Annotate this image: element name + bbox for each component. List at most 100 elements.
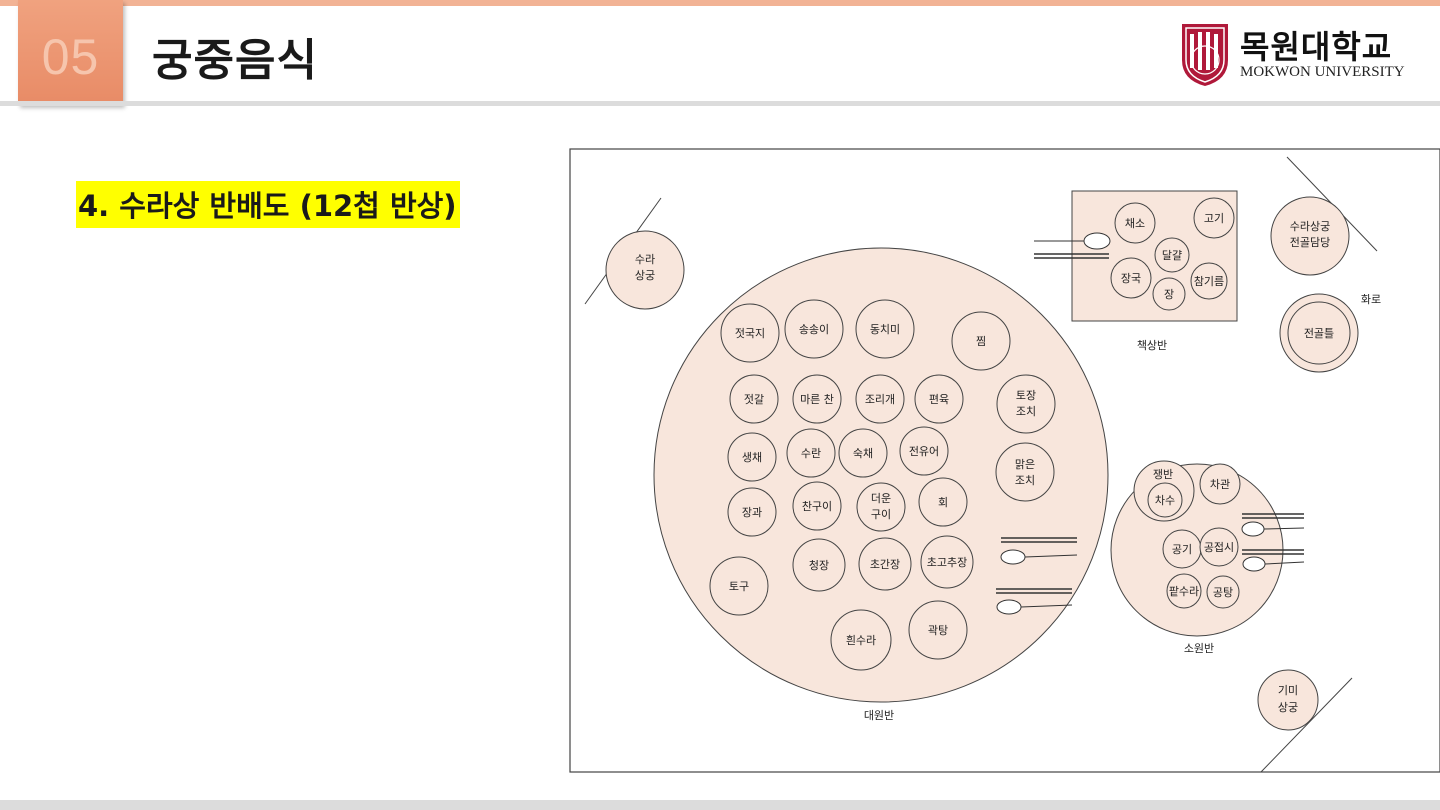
- dish-mareun-chan: 마른 찬: [792, 374, 842, 424]
- chopsticks-spoon-sowon-1: [1241, 513, 1305, 537]
- svg-text:구이: 구이: [871, 508, 891, 521]
- dish-janggguk: 장국: [1110, 257, 1152, 299]
- label-jeongol-2: 전골담당: [1290, 236, 1330, 249]
- svg-text:조치: 조치: [1015, 474, 1035, 487]
- chopsticks-spoon-1: [1000, 537, 1078, 565]
- label-jeongol-1: 수라상궁: [1290, 220, 1330, 233]
- dish-dalgyal: 달걀: [1154, 237, 1190, 273]
- dish-jjim: 찜: [951, 311, 1011, 371]
- svg-text:맑은: 맑은: [1015, 458, 1035, 471]
- person-gimi-sanggung: 기미 상궁: [1257, 669, 1319, 731]
- dish-songsongi: 송송이: [784, 299, 844, 359]
- svg-text:고기: 고기: [1204, 212, 1224, 225]
- label-daewonban: 대원반: [864, 709, 894, 722]
- svg-text:채소: 채소: [1125, 217, 1145, 230]
- dish-pyeonyuk: 편육: [914, 374, 964, 424]
- person-jeongol-sanggung: 수라상궁 전골담당: [1270, 196, 1350, 276]
- sowonban-table: 소원반 쟁반 차수 차관 공기 공접시 팥수라 공탕: [1110, 460, 1305, 655]
- svg-text:찜: 찜: [976, 335, 986, 348]
- dish-togu: 토구: [709, 556, 769, 616]
- logo-name-korean: 목원대학교: [1240, 28, 1393, 66]
- dish-jeonyueo: 전유어: [899, 426, 949, 476]
- svg-text:공탕: 공탕: [1213, 586, 1233, 599]
- section-number-box: 05: [18, 0, 123, 105]
- slide-subtitle: 4. 수라상 반배도 (12첩 반상): [76, 181, 460, 228]
- label-sowonban: 소원반: [1184, 642, 1214, 655]
- chaeksangban-table: 책상반 채소 고기 달걀 장국 참기름 장: [1034, 190, 1238, 352]
- svg-text:초간장: 초간장: [870, 558, 900, 571]
- dish-gogi: 고기: [1193, 197, 1235, 239]
- gimi-sanggung-line: [1260, 677, 1353, 773]
- dish-hoe: 회: [918, 477, 968, 527]
- svg-text:수란: 수란: [801, 447, 821, 460]
- dish-chaeso: 채소: [1114, 202, 1156, 244]
- dish-chagwan: 차관: [1199, 463, 1241, 505]
- svg-text:달걀: 달걀: [1162, 249, 1182, 262]
- dish-gongjeopsi: 공접시: [1199, 527, 1239, 567]
- svg-text:장국: 장국: [1121, 272, 1141, 285]
- dish-jeotgukji: 젓국지: [720, 303, 780, 363]
- dish-chan-gui: 찬구이: [792, 481, 842, 531]
- page-title: 궁중음식: [152, 35, 318, 86]
- svg-text:더운: 더운: [871, 492, 891, 505]
- svg-text:장과: 장과: [742, 506, 762, 519]
- svg-text:초고추장: 초고추장: [927, 556, 967, 569]
- svg-text:공기: 공기: [1172, 543, 1192, 556]
- hwaro: 전골틀 화로: [1279, 293, 1381, 373]
- svg-text:곽탕: 곽탕: [928, 624, 948, 637]
- chopsticks-spoon-chaeksang: [1034, 232, 1111, 259]
- svg-text:송송이: 송송이: [799, 323, 829, 336]
- chopsticks-spoon-sowon-2: [1242, 549, 1305, 572]
- svg-text:전유어: 전유어: [909, 445, 939, 458]
- svg-text:조치: 조치: [1016, 405, 1036, 418]
- dish-dongchimi: 동치미: [855, 299, 915, 359]
- label-hwaro: 화로: [1361, 293, 1381, 306]
- svg-text:흰수라: 흰수라: [846, 634, 876, 647]
- dish-jang: 장: [1152, 277, 1186, 311]
- svg-text:젓국지: 젓국지: [735, 327, 765, 340]
- university-logo: 목원대학교 MOKWON UNIVERSITY: [1176, 20, 1426, 90]
- dish-saengchae: 생채: [727, 432, 777, 482]
- dish-huinsura: 흰수라: [830, 609, 892, 671]
- label-chaeksangban: 책상반: [1137, 339, 1167, 352]
- emblem-icon: [1182, 24, 1228, 86]
- label-sura-sanggung-1: 수라: [635, 253, 655, 266]
- dish-chogangjang: 초간장: [858, 537, 912, 591]
- dish-suran: 수란: [786, 428, 836, 478]
- svg-text:마른 찬: 마른 찬: [800, 392, 834, 406]
- footer-bar: [0, 800, 1440, 810]
- dish-patsura: 팥수라: [1166, 573, 1202, 609]
- dish-sukchae: 숙채: [838, 428, 888, 478]
- svg-text:회: 회: [938, 496, 948, 509]
- dish-chogochujang: 초고추장: [920, 535, 974, 589]
- svg-text:조리개: 조리개: [865, 393, 895, 406]
- surasang-layout-diagram: 수라 상궁 수라상궁 전골담당 기미 상궁 전골틀 화로 대원반 젓국지 송송이…: [569, 148, 1440, 773]
- dish-janggwa: 장과: [727, 487, 777, 537]
- person-sura-sanggung: 수라 상궁: [605, 230, 685, 310]
- label-gimi-2: 상궁: [1278, 701, 1298, 714]
- dish-chasu: 차수: [1155, 494, 1175, 507]
- dish-jaengban-chasu: 쟁반 차수: [1133, 460, 1195, 522]
- dish-jorigae: 조리개: [855, 374, 905, 424]
- dish-jeongolteul: 전골틀: [1304, 327, 1334, 340]
- dish-gongtang: 공탕: [1206, 575, 1240, 609]
- dish-chamgireum: 참기름: [1190, 262, 1228, 300]
- section-number: 05: [41, 29, 100, 85]
- label-gimi-1: 기미: [1278, 684, 1298, 697]
- svg-text:팥수라: 팥수라: [1169, 585, 1199, 598]
- svg-text:생채: 생채: [742, 451, 762, 464]
- svg-text:공접시: 공접시: [1204, 541, 1234, 554]
- dish-gonggi: 공기: [1162, 529, 1202, 569]
- svg-text:동치미: 동치미: [870, 323, 900, 336]
- top-accent-line: [0, 0, 1440, 6]
- svg-text:토구: 토구: [729, 580, 749, 593]
- svg-text:찬구이: 찬구이: [802, 499, 832, 513]
- svg-text:청장: 청장: [809, 559, 829, 572]
- svg-text:참기름: 참기름: [1194, 275, 1224, 288]
- svg-text:젓갈: 젓갈: [744, 392, 764, 406]
- chopsticks-spoon-2: [996, 588, 1073, 615]
